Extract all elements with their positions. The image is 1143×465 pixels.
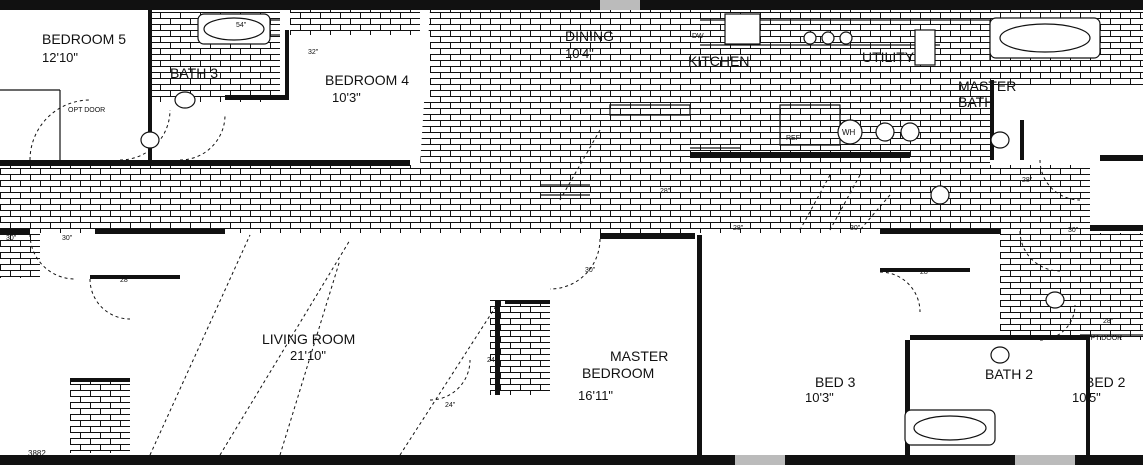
door-width-label: 32" <box>308 49 319 56</box>
room-bedroom5-label: BEDROOM 5 <box>42 31 126 47</box>
room-bed2-label: BED 2 <box>1085 374 1126 390</box>
door-width-label: 24" <box>445 402 456 409</box>
refrigerator-icon <box>914 29 936 66</box>
toilet-icon <box>990 131 1010 149</box>
door-width-label: 30" <box>183 161 194 168</box>
door-width-labels: 30" 30" 30" 30" 30" 28" 30" 28" 28" 30" … <box>6 49 1114 409</box>
room-master-bedroom-label-2: BEDROOM <box>582 365 654 381</box>
stove-burner-icon <box>821 31 835 45</box>
room-bedroom4-label: BEDROOM 4 <box>325 72 409 88</box>
counters-and-closets <box>0 19 1143 336</box>
room-bed2-size: 10'5" <box>1072 390 1101 405</box>
toilet-icon <box>140 131 160 149</box>
tub-size-label: 54" <box>236 22 247 29</box>
sink-icon <box>724 13 761 45</box>
water-heater-label: WH <box>842 128 856 137</box>
room-dining-label: DINING <box>565 28 614 44</box>
room-fills <box>0 10 1143 455</box>
room-bed3-size: 10'3" <box>805 390 834 405</box>
door-width-label: 28" <box>1103 318 1114 325</box>
room-living-label: LIVING ROOM <box>262 331 355 347</box>
room-living-size: 21'10" <box>290 348 326 363</box>
annotations: OPT DOOR OPT DOOR WH REF DW 54" 3882 <box>28 22 1122 458</box>
water-heater-icon <box>837 119 863 145</box>
door-width-label: 28" <box>660 188 671 195</box>
room-kitchen-label: KITCHEN <box>688 53 749 69</box>
room-master-bedroom-size: 16'11" <box>578 388 613 403</box>
door-width-label: 30" <box>1068 227 1079 234</box>
room-master-bath-label: MASTER <box>958 78 1016 94</box>
door-width-label: 24" <box>487 357 498 364</box>
opt-door-label-2: OPT DOOR <box>1085 335 1122 342</box>
room-utility-label: UTILITY <box>862 49 915 65</box>
door-width-label: 28" <box>733 225 744 232</box>
room-master-bedroom-label: MASTER <box>610 348 668 364</box>
room-bedroom5-size: 12'10" <box>42 50 78 65</box>
door-width-label: 30" <box>585 267 596 274</box>
door-swings <box>29 99 1081 401</box>
model-number: 3882 <box>28 449 46 458</box>
door-width-label: 28" <box>1022 177 1033 184</box>
stove-burner-icon <box>803 31 817 45</box>
door-width-label: 28" <box>120 277 131 284</box>
room-bed3-label: BED 3 <box>815 374 856 390</box>
dryer-icon <box>900 122 920 142</box>
door-width-label: 30" <box>850 225 861 232</box>
door-width-label: 28" <box>920 269 931 276</box>
toilet-icon <box>1045 291 1065 309</box>
room-bath3-label: BATH 3 <box>170 65 218 81</box>
toilet-icon <box>174 91 196 109</box>
washer-icon <box>875 122 895 142</box>
refrigerator-label: REF <box>786 135 800 142</box>
room-dining-size: 10'4" <box>565 46 594 61</box>
door-width-label: 30" <box>6 235 17 242</box>
opt-door-label: OPT DOOR <box>68 107 105 114</box>
hatch-lines <box>149 129 891 456</box>
stove-burner-icon <box>839 31 853 45</box>
sink-icon <box>930 185 950 205</box>
room-bath2-label: BATH 2 <box>985 366 1033 382</box>
sink-icon <box>990 346 1010 364</box>
door-width-label: 30" <box>90 161 101 168</box>
fixtures <box>140 13 1101 446</box>
interior-walls <box>0 10 1143 455</box>
door-width-label: 30" <box>30 161 41 168</box>
room-labels: BEDROOM 5 12'10" BATH 3 BEDROOM 4 10'3" … <box>42 28 1126 405</box>
room-bedroom4-size: 10'3" <box>332 90 361 105</box>
room-master-bath-label-2: BATH <box>958 94 994 110</box>
door-width-label: 30" <box>62 235 73 242</box>
dishwasher-label: DW <box>692 33 704 40</box>
